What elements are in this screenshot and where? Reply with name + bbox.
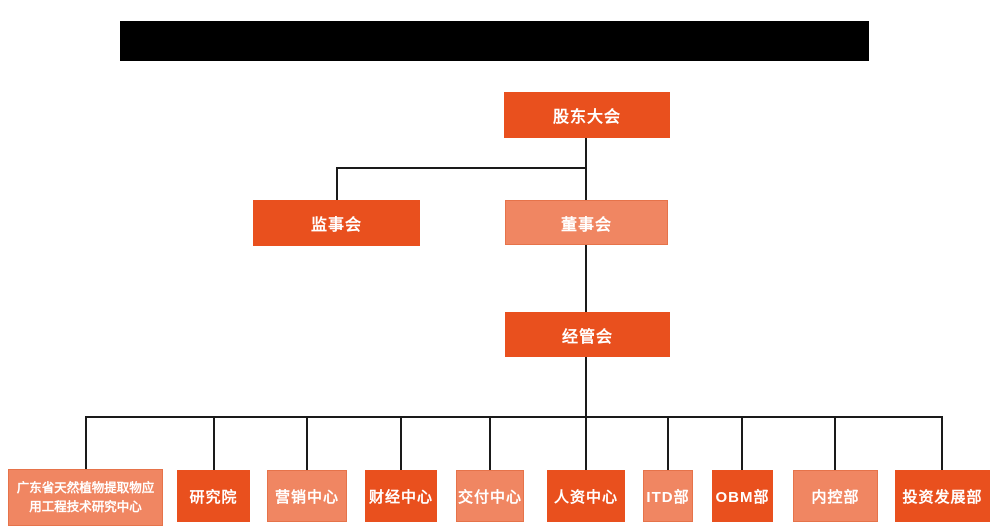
connector-dept-7-drop <box>667 416 669 470</box>
node-dept-internal-control: 内控部 <box>793 470 878 522</box>
node-dept-finance-center: 财经中心 <box>365 470 437 522</box>
connector-dept-1-drop <box>85 416 87 470</box>
connector-dept-8-drop <box>741 416 743 470</box>
node-dept-research-center: 广东省天然植物提取物应 用工程技术研究中心 <box>8 469 163 526</box>
node-dept-hr-center: 人资中心 <box>547 470 625 522</box>
connector-supervisory-drop <box>336 167 338 201</box>
connector-dept-9-drop <box>834 416 836 470</box>
dept-label-line1: 广东省天然植物提取物应 <box>16 480 155 495</box>
node-supervisory-board: 监事会 <box>253 200 420 246</box>
connector-dept-4-drop <box>400 416 402 470</box>
connector-dept-5-drop <box>489 416 491 470</box>
node-dept-delivery-center: 交付中心 <box>456 470 524 522</box>
node-dept-marketing-center: 营销中心 <box>267 470 347 522</box>
connector-management-trunk <box>585 357 587 470</box>
connector-board-to-management <box>585 245 587 313</box>
dept-label-line2: 用工程技术研究中心 <box>29 499 142 514</box>
connector-root-down <box>585 138 587 201</box>
node-dept-investment-development: 投资发展部 <box>895 470 990 522</box>
node-board-of-directors: 董事会 <box>505 200 668 245</box>
node-dept-itd: ITD部 <box>643 470 693 522</box>
title-redacted-bar <box>120 21 869 61</box>
node-dept-obm: OBM部 <box>712 470 773 522</box>
connector-departments-horizontal <box>85 416 943 418</box>
node-management-committee: 经管会 <box>505 312 670 357</box>
connector-dept-2-drop <box>213 416 215 470</box>
connector-level2-horizontal <box>336 167 587 169</box>
node-shareholders-meeting: 股东大会 <box>504 92 670 138</box>
node-dept-research-institute: 研究院 <box>177 470 250 522</box>
connector-dept-10-drop <box>941 416 943 470</box>
connector-dept-3-drop <box>306 416 308 470</box>
